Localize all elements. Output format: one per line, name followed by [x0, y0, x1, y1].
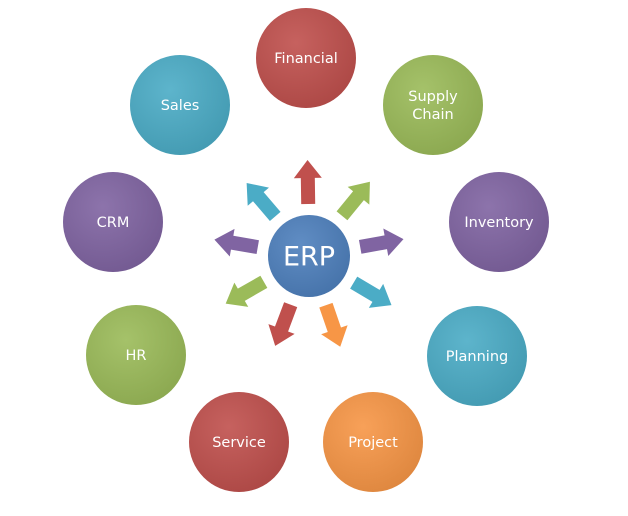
arrow-to-sales	[246, 183, 281, 222]
node-inventory: Inventory	[449, 172, 549, 272]
node-sales-shade	[130, 55, 230, 155]
node-sales-label: Sales	[161, 98, 200, 114]
node-inventory-label: Inventory	[464, 215, 534, 231]
node-project-shade	[323, 392, 423, 492]
node-hr-label: HR	[126, 348, 147, 364]
node-inventory-shade	[449, 172, 549, 272]
arrow-to-inventory	[358, 228, 404, 257]
arrow-to-supply-chain	[336, 181, 370, 221]
node-planning: Planning	[427, 306, 527, 406]
erp-hub-label: ERP	[283, 242, 335, 273]
node-supply-chain-shade	[383, 55, 483, 155]
node-hr-shade	[86, 305, 186, 405]
node-crm: CRM	[63, 172, 163, 272]
node-planning-shade	[427, 306, 527, 406]
node-project: Project	[323, 392, 423, 492]
node-supply-chain-label: Chain	[412, 107, 453, 123]
erp-hub: ERP	[268, 215, 350, 297]
arrow-to-crm	[214, 228, 259, 257]
erp-hub-shade	[268, 215, 350, 297]
node-sales: Sales	[130, 55, 230, 155]
node-financial-shade	[256, 8, 356, 108]
node-financial: Financial	[256, 8, 356, 108]
node-supply-chain-label: Supply	[408, 89, 458, 105]
arrow-to-service	[268, 302, 298, 346]
node-service-label: Service	[212, 435, 266, 451]
arrow-to-hr	[225, 275, 268, 307]
arrow-to-project	[319, 302, 348, 347]
node-service-shade	[189, 392, 289, 492]
node-service: Service	[189, 392, 289, 492]
node-planning-label: Planning	[446, 349, 508, 365]
arrow-to-planning	[350, 276, 392, 308]
connector-arrows	[214, 160, 404, 347]
node-project-label: Project	[348, 435, 398, 451]
node-crm-shade	[63, 172, 163, 272]
node-hr: HR	[86, 305, 186, 405]
module-nodes: FinancialSupplyChainInventoryPlanningPro…	[63, 8, 549, 492]
node-crm-label: CRM	[97, 215, 130, 231]
arrow-to-financial	[293, 160, 322, 205]
node-financial-label: Financial	[274, 51, 338, 67]
